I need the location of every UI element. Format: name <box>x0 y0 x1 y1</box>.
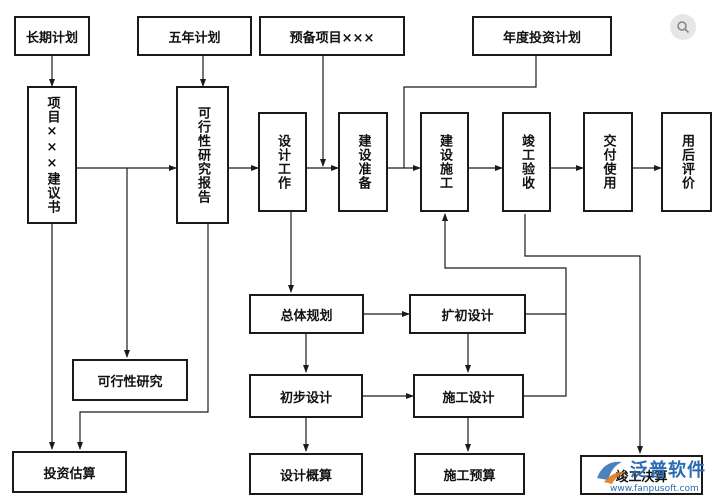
node-design-work: 设计工作 <box>258 112 307 212</box>
watermark: 泛普软件 www.fanpusoft.com <box>592 456 716 500</box>
node-extended-preliminary-design: 扩初设计 <box>409 294 526 334</box>
node-reserve-project: 预备项目××× <box>259 16 405 56</box>
node-feasibility-study: 可行性研究 <box>72 359 188 401</box>
node-preliminary-design: 初步设计 <box>249 374 363 418</box>
node-design-estimate: 设计概算 <box>249 453 363 495</box>
node-construction-budget: 施工预算 <box>414 453 525 495</box>
watermark-url: www.fanpusoft.com <box>610 484 699 494</box>
node-construction-prep: 建设准备 <box>338 112 388 212</box>
node-five-year-plan: 五年计划 <box>137 16 252 56</box>
node-completion-acceptance: 竣工验收 <box>502 112 551 212</box>
node-project-proposal: 项目×××建议书 <box>27 86 77 224</box>
node-construction-design: 施工设计 <box>413 374 524 418</box>
arrow-annual-to-main <box>403 56 537 168</box>
node-annual-investment-plan: 年度投资计划 <box>472 16 612 56</box>
node-long-term-plan: 长期计划 <box>14 16 90 56</box>
node-construction: 建设施工 <box>420 112 469 212</box>
node-feasibility-report: 可行性研究报告 <box>176 86 229 224</box>
magnifier-glyph <box>677 21 690 34</box>
node-overall-planning: 总体规划 <box>249 294 364 334</box>
node-delivery-use: 交付使用 <box>583 112 633 212</box>
node-post-evaluation: 用后评价 <box>661 112 712 212</box>
watermark-brand: 泛普软件 <box>630 460 706 481</box>
search-icon[interactable] <box>670 14 696 40</box>
watermark-logo-icon <box>597 461 626 484</box>
node-investment-estimate: 投资估算 <box>12 451 127 493</box>
